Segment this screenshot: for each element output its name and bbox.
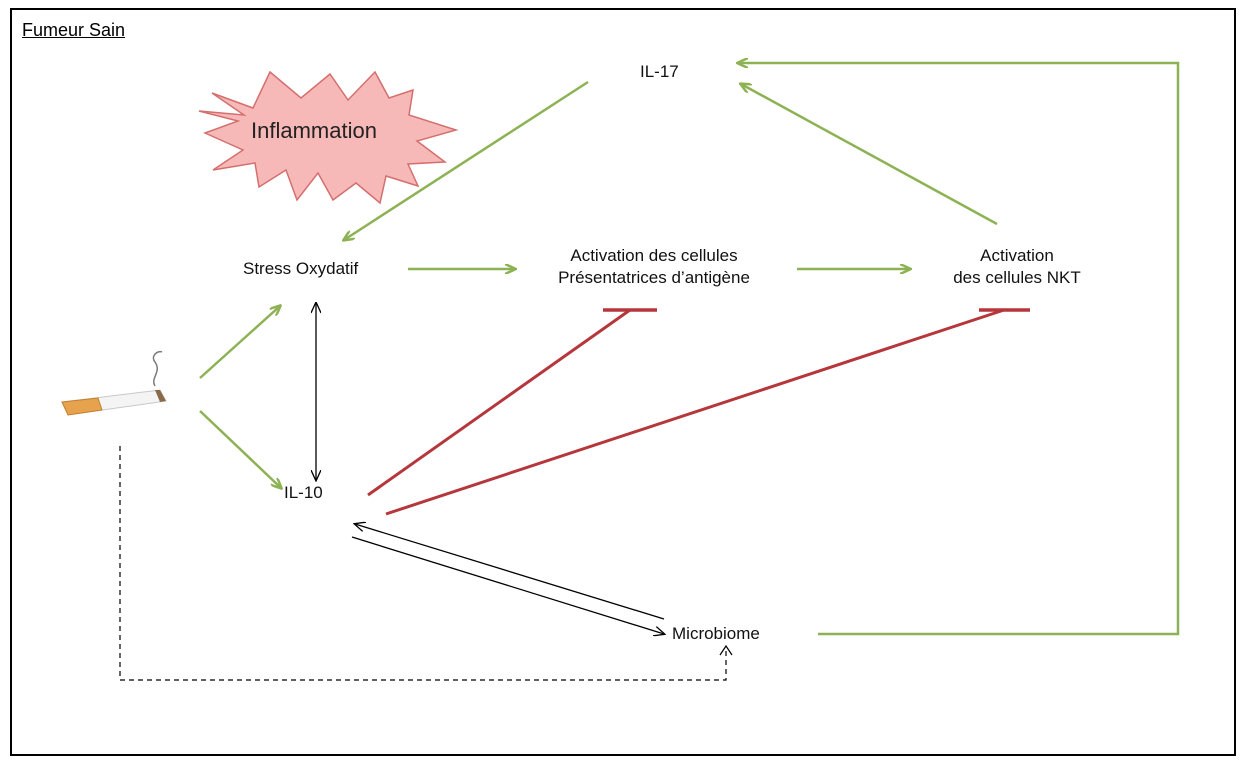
arrow-cigarette-to-stress — [199, 306, 280, 379]
node-il17: IL-17 — [640, 62, 679, 81]
cigarette-icon — [61, 350, 167, 416]
inflammation-burst-icon — [198, 70, 459, 205]
inhibit-il10-to-nkt — [385, 308, 1005, 516]
node-apc-activation: Activation des cellules Présentatrices d… — [499, 245, 809, 289]
inflammation-label: Inflammation — [251, 118, 377, 143]
node-apc-line1: Activation des cellules — [570, 246, 738, 265]
dashed-arrowhead — [719, 644, 733, 656]
node-microbiome: Microbiome — [672, 624, 760, 643]
node-apc-line2: Présentatrices d’antigène — [558, 268, 750, 287]
arrow-nkt-to-il17 — [741, 84, 998, 226]
node-il10: IL-10 — [284, 483, 323, 502]
dashed-cigarette-to-microbiome — [119, 446, 727, 681]
node-nkt-line1: Activation — [980, 246, 1054, 265]
arrow-microbiome-to-il17 — [738, 63, 1180, 636]
arrow-il10-to-microbiome — [351, 536, 664, 634]
arrow-cigarette-to-il10 — [199, 410, 281, 488]
node-nkt-line2: des cellules NKT — [953, 268, 1081, 287]
arrow-microbiome-to-il10 — [355, 524, 665, 620]
node-stress-oxydatif: Stress Oxydatif — [243, 259, 359, 278]
node-nkt-activation: Activation des cellules NKT — [917, 245, 1117, 289]
diagram-title: Fumeur Sain — [22, 20, 126, 40]
inhibit-il10-to-apc — [367, 308, 631, 497]
arrow-il17-to-stress — [344, 80, 589, 240]
